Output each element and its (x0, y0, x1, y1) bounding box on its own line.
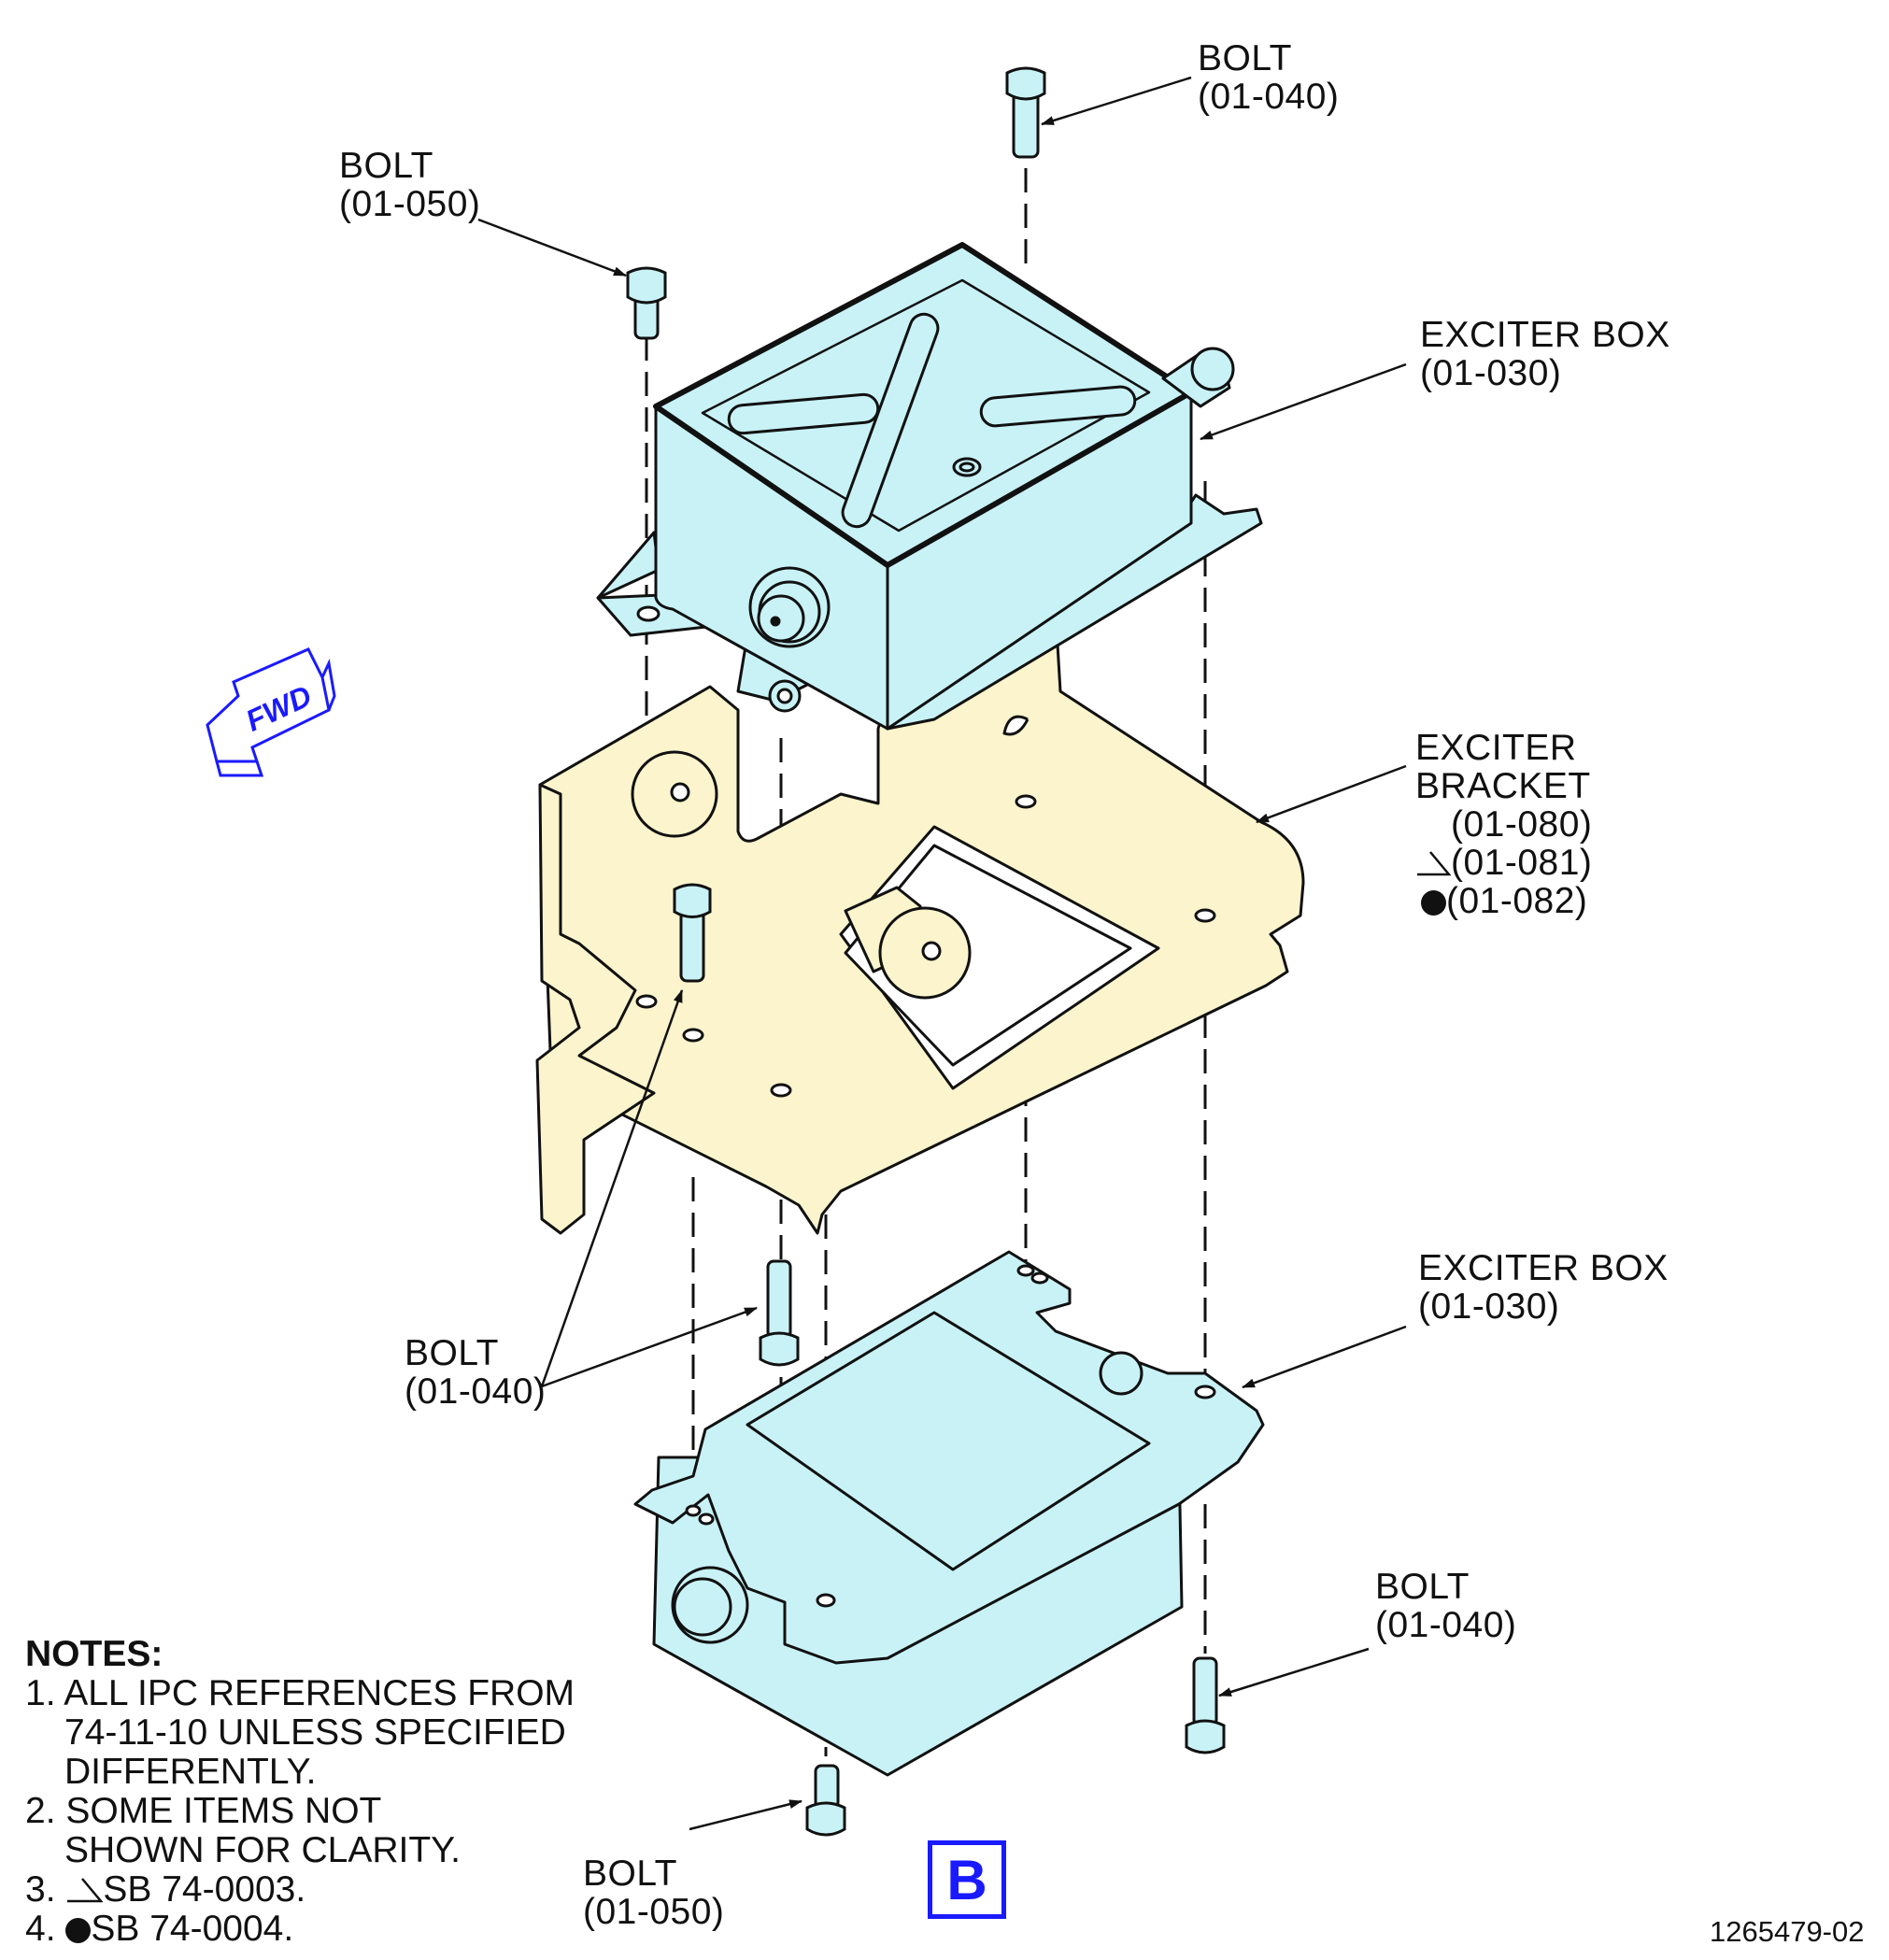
note-4: 4. SB 74-0004. (25, 1909, 294, 1949)
figure-number: 1265479-02 (1710, 1915, 1865, 1948)
label-exciter-bracket: EXCITER BRACKET (01-080) (01-081) (01-08… (1415, 728, 1593, 921)
sb-0003-triangle-icon (1417, 851, 1451, 876)
bolt-bottom-right (1185, 1656, 1226, 1754)
notes-title: NOTES: (25, 1634, 163, 1674)
exciter-bracket (535, 643, 1305, 1235)
sb-0004-dot-icon (1421, 890, 1446, 916)
label-bolt-top-right: BOLT (01-040) (1198, 38, 1340, 117)
bolt-middle (673, 883, 712, 983)
note-2-line-2: SHOWN FOR CLARITY. (64, 1830, 461, 1870)
exciter-box-lower (633, 1250, 1265, 1777)
note-1: 1. ALL IPC REFERENCES FROM (25, 1673, 575, 1713)
bolt-top-right (1005, 66, 1046, 159)
fwd-arrow-icon (206, 647, 336, 777)
label-bolt-bottom-right: BOLT (01-040) (1375, 1567, 1517, 1645)
label-bolt-bottom-center: BOLT (01-050) (583, 1853, 725, 1932)
view-callout-b: B (928, 1840, 1006, 1919)
notes-block: NOTES: 1. ALL IPC REFERENCES FROM 74-11-… (25, 1635, 575, 1949)
leader-lines (477, 76, 1407, 1831)
note-2: 2. SOME ITEMS NOT (25, 1791, 382, 1831)
bolts (626, 66, 1226, 1837)
bolt-bottom-center (805, 1764, 846, 1837)
sb-0003-triangle-icon (67, 1878, 104, 1903)
label-bolt-top-left: BOLT (01-050) (339, 146, 481, 224)
exciter-box-upper (596, 242, 1263, 731)
bolt-lower-left (759, 1259, 800, 1367)
note-1-line-2: 74-11-10 UNLESS SPECIFIED (64, 1712, 566, 1753)
label-exciter-box-lower: EXCITER BOX (01-030) (1418, 1248, 1669, 1327)
label-exciter-box-upper: EXCITER BOX (01-030) (1420, 315, 1670, 393)
note-1-line-3: DIFFERENTLY. (64, 1752, 317, 1792)
sb-0004-dot-icon (65, 1918, 92, 1943)
label-bolt-middle: BOLT (01-040) (405, 1333, 547, 1412)
bolt-top-left (626, 266, 667, 340)
note-3: 3. SB 74-0003. (25, 1869, 306, 1910)
